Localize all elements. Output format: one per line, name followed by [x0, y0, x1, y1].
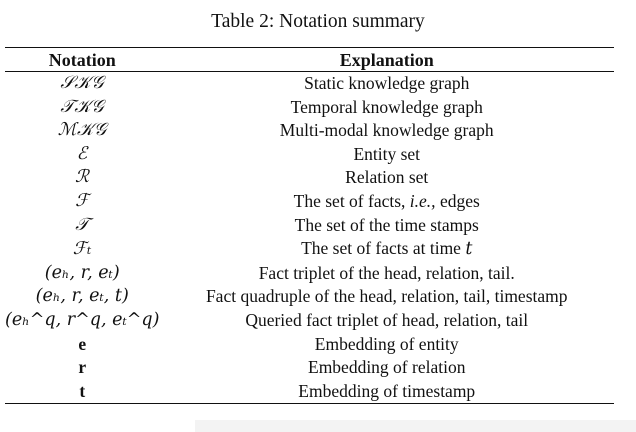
table-row: ℰ Entity set: [5, 143, 614, 167]
notation-cell: 𝒯𝒦𝒢: [60, 96, 105, 117]
explanation-cell: Multi-modal knowledge graph: [279, 120, 494, 141]
table-row: ℛ Relation set: [5, 166, 614, 190]
explanation-cell: Temporal knowledge graph: [290, 96, 483, 117]
table-row: (eₕ, r, eₜ) Fact triplet of the head, re…: [5, 262, 614, 286]
explanation-italic-text: i.e.,: [409, 190, 436, 211]
notation-cell: r: [78, 357, 87, 378]
table-row: e Embedding of entity: [5, 333, 614, 357]
table-row: r Embedding of relation: [5, 356, 614, 380]
explanation-cell: The set of the time stamps: [294, 214, 479, 235]
explanation-text: edges: [435, 190, 480, 211]
notation-cell: ℱₜ: [72, 238, 92, 259]
header-explanation: Explanation: [159, 47, 614, 72]
table-row: 𝒯 The set of the time stamps: [5, 214, 614, 238]
page-shadow-strip: [195, 420, 636, 432]
explanation-math-text: t: [465, 239, 473, 260]
notation-cell: (eₕ, r, eₜ): [44, 262, 120, 283]
explanation-cell: The set of facts, i.e., edges: [159, 190, 614, 214]
explanation-cell: Static knowledge graph: [304, 73, 470, 93]
explanation-cell: Entity set: [353, 143, 421, 164]
explanation-cell: Queried fact triplet of head, relation, …: [245, 309, 529, 330]
explanation-cell: The set of facts at time t: [159, 237, 614, 262]
notation-cell: ℱ: [75, 190, 90, 211]
notation-cell: (eₕ^q, r^q, eₜ^q): [5, 309, 160, 330]
notation-cell: ℛ: [75, 167, 90, 188]
notation-cell: 𝒮𝒦𝒢: [60, 73, 105, 93]
explanation-cell: Embedding of entity: [314, 333, 459, 354]
table-row: (eₕ, r, eₜ, t) Fact quadruple of the hea…: [5, 285, 614, 309]
table-row: ℳ𝒦𝒢 Multi-modal knowledge graph: [5, 119, 614, 143]
header-notation: Notation: [5, 47, 160, 72]
explanation-cell: Embedding of timestamp: [159, 379, 614, 405]
table-caption: Table 2: Notation summary: [211, 11, 425, 32]
explanation-text: The set of facts at time: [301, 238, 466, 259]
table-row: t Embedding of timestamp: [5, 379, 614, 405]
notation-cell: 𝒯: [75, 214, 90, 235]
notation-cell: e: [78, 333, 87, 354]
explanation-cell: Fact quadruple of the head, relation, ta…: [205, 286, 568, 307]
table-row: ℱ The set of facts, i.e., edges: [5, 190, 614, 214]
table-header-row: Notation Explanation: [5, 47, 614, 72]
table-row: ℱₜ The set of facts at time t: [5, 237, 614, 262]
explanation-cell: Embedding of relation: [308, 357, 466, 378]
notation-table: Notation Explanation 𝒮𝒦𝒢 Static knowledg…: [5, 47, 614, 405]
table-row: (eₕ^q, r^q, eₜ^q) Queried fact triplet o…: [5, 309, 614, 333]
explanation-cell: Relation set: [345, 167, 429, 188]
explanation-text: The set of facts,: [293, 190, 410, 211]
notation-cell: t: [5, 379, 160, 405]
notation-cell: ℰ: [76, 143, 88, 164]
notation-cell: ℳ𝒦𝒢: [57, 120, 107, 141]
table-row: 𝒯𝒦𝒢 Temporal knowledge graph: [5, 96, 614, 120]
table-row: 𝒮𝒦𝒢 Static knowledge graph: [5, 72, 614, 96]
notation-cell: (eₕ, r, eₜ, t): [35, 286, 129, 307]
explanation-cell: Fact triplet of the head, relation, tail…: [258, 262, 515, 283]
